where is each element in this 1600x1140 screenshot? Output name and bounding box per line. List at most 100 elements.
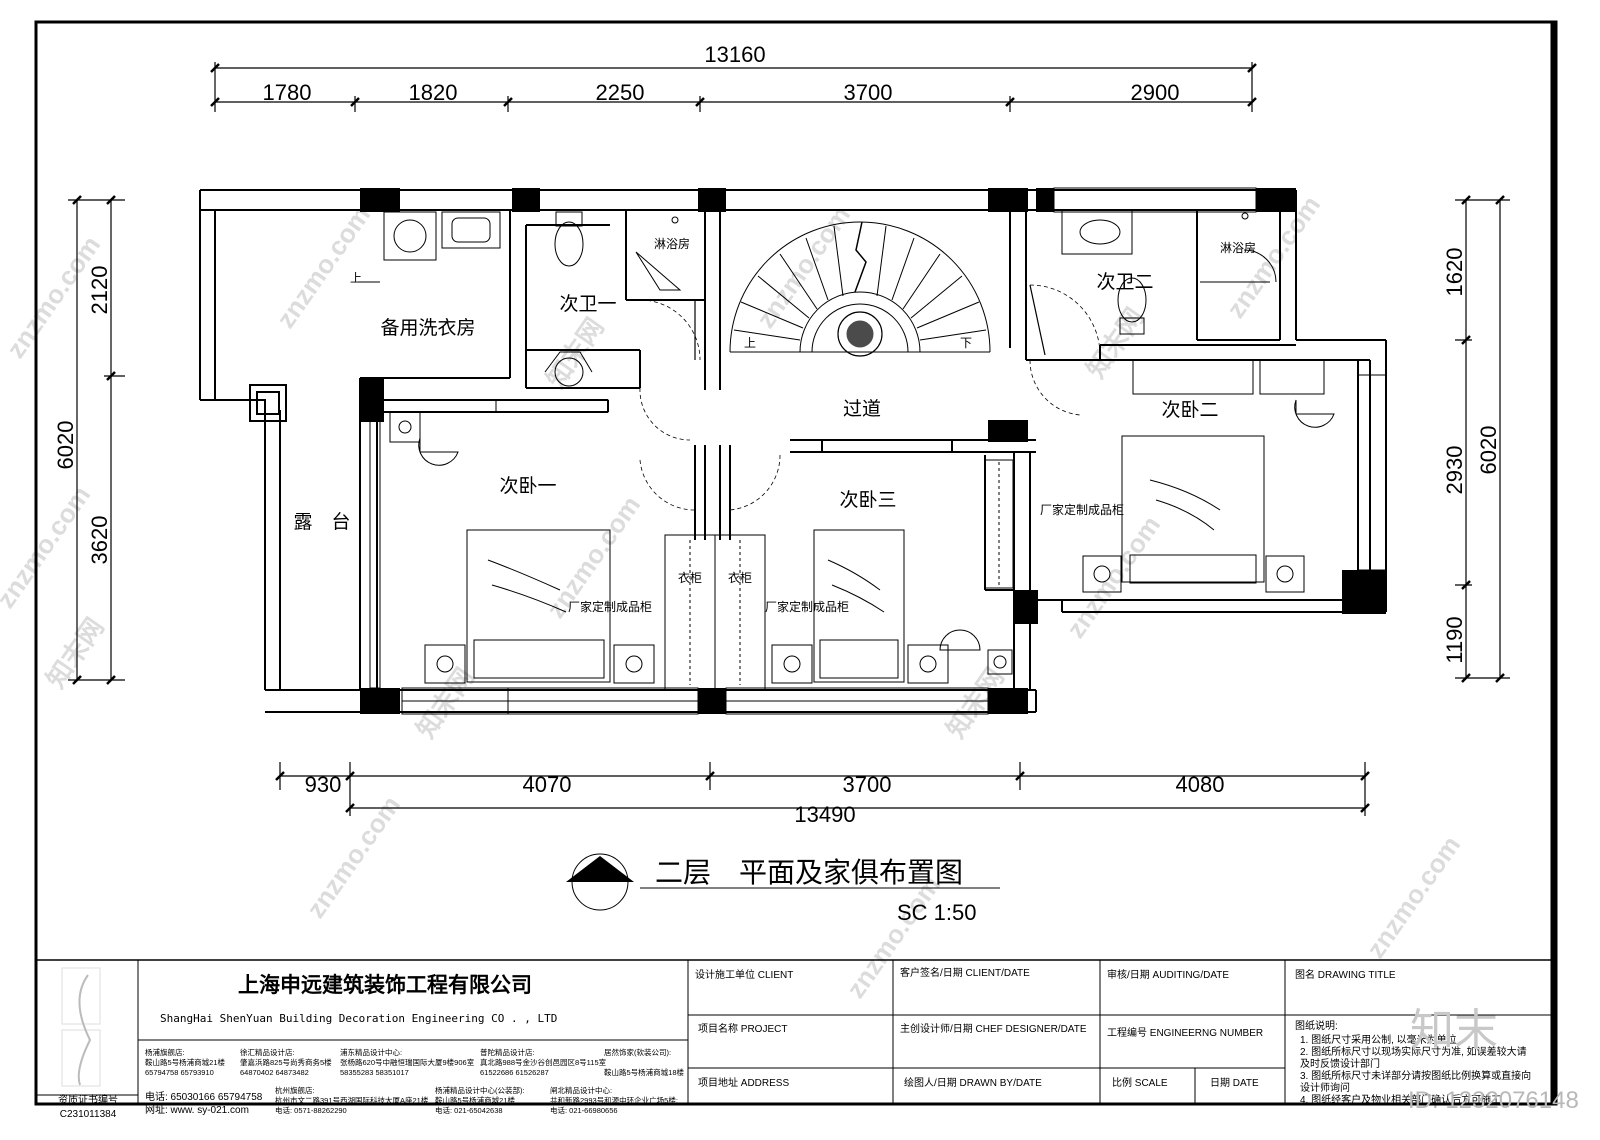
svg-text:杭州市文二路391号西湖国际科技大厦A座21楼: 杭州市文二路391号西湖国际科技大厦A座21楼 <box>275 1095 429 1105</box>
bottom-dimensions <box>275 762 1370 816</box>
dim-bottom-seg-3: 3700 <box>843 772 892 797</box>
company-phone: 电话: 65030166 65794758 <box>145 1090 263 1103</box>
svg-text:审核/日期 AUDITING/DATE: 审核/日期 AUDITING/DATE <box>1107 968 1229 981</box>
svg-text:项目地址 ADDRESS: 项目地址 ADDRESS <box>698 1076 789 1089</box>
watermark-text: znzmo.com <box>1060 510 1166 643</box>
svg-text:电话: 0571-88262290: 电话: 0571-88262290 <box>275 1105 347 1115</box>
svg-text:65794758 65793910: 65794758 65793910 <box>145 1068 214 1077</box>
bath2-fixtures <box>1061 209 1277 335</box>
svg-text:主创设计师/日期 CHEF DESIGNER/DATE: 主创设计师/日期 CHEF DESIGNER/DATE <box>900 1022 1087 1035</box>
svg-text:比例 SCALE: 比例 SCALE <box>1112 1076 1168 1089</box>
dim-top-seg-4: 3700 <box>844 80 893 105</box>
svg-text:普陀精品设计店:: 普陀精品设计店: <box>480 1047 535 1057</box>
svg-text:肇嘉浜路825号尚秀商务5楼: 肇嘉浜路825号尚秀商务5楼 <box>240 1057 332 1067</box>
watermark-text: znzmo.com <box>0 480 96 613</box>
svg-text:鞍山路5号杨浦商城21楼: 鞍山路5号杨浦商城21楼 <box>435 1095 516 1105</box>
svg-text:图名 DRAWING TITLE: 图名 DRAWING TITLE <box>1295 968 1396 981</box>
svg-text:设计施工单位 CLIENT: 设计施工单位 CLIENT <box>695 968 793 981</box>
room-bath1: 次卫一 <box>559 293 616 315</box>
svg-text:1. 图纸尺寸采用公制, 以毫米为单位: 1. 图纸尺寸采用公制, 以毫米为单位 <box>1300 1033 1457 1046</box>
wardrobe-label-a: 衣柜 <box>678 570 702 585</box>
dim-left-seg-1: 2120 <box>87 266 112 315</box>
svg-text:工程编号 ENGINEERNG NUMBER: 工程编号 ENGINEERNG NUMBER <box>1107 1026 1263 1039</box>
svg-text:鞍山路5号杨浦商城21楼: 鞍山路5号杨浦商城21楼 <box>145 1057 226 1067</box>
stair-up-label-laundry: 上 <box>350 271 362 285</box>
branch-list: 杨浦旗舰店: 鞍山路5号杨浦商城21楼 65794758 65793910 徐汇… <box>145 1047 685 1077</box>
svg-text:电话: 021-65042638: 电话: 021-65042638 <box>435 1105 503 1115</box>
wardrobes <box>664 459 1014 691</box>
company-website: 网址: www. sy-021.com <box>145 1103 249 1116</box>
left-dimensions <box>68 195 125 685</box>
watermark-brand: 知末网 <box>410 662 479 743</box>
svg-text:日期 DATE: 日期 DATE <box>1210 1077 1259 1089</box>
title-block-fields: 设计施工单位 CLIENT 项目名称 PROJECT 项目地址 ADDRESS … <box>695 966 1396 1089</box>
svg-text:项目名称 PROJECT: 项目名称 PROJECT <box>698 1022 787 1035</box>
spiral-staircase <box>729 221 991 357</box>
bed3-furniture <box>771 529 1013 684</box>
svg-text:58355283 58351017: 58355283 58351017 <box>340 1068 409 1077</box>
bed1-furniture <box>389 399 655 684</box>
svg-text:杭州旗舰店:: 杭州旗舰店: <box>275 1085 315 1095</box>
door-swings <box>639 284 1101 511</box>
dim-bottom-seg-1: 930 <box>305 772 342 797</box>
room-shower1: 淋浴房 <box>654 236 690 251</box>
watermark-brand: 知末网 <box>1080 302 1149 383</box>
watermark-brand: 知末网 <box>540 312 609 393</box>
dim-top-seg-2: 1820 <box>409 80 458 105</box>
room-shower2: 淋浴房 <box>1220 240 1256 255</box>
dim-right-seg-2: 2930 <box>1442 446 1467 495</box>
watermark-text: znzmo.com <box>1360 830 1466 963</box>
custom-cabinet-label-2: 厂家定制成品柜 <box>765 599 849 614</box>
dim-right-outer: 6020 <box>1476 426 1501 475</box>
svg-text:张杨路620号中融恒瑞国际大厦9楼906室: 张杨路620号中融恒瑞国际大厦9楼906室 <box>340 1057 475 1067</box>
bed2-furniture <box>1082 359 1335 593</box>
outer-frame <box>34 20 1558 1106</box>
svg-text:鞍山路5号杨浦商城18楼: 鞍山路5号杨浦商城18楼 <box>604 1067 685 1077</box>
room-bed3: 次卧三 <box>839 489 896 511</box>
svg-text:3. 图纸所标尺寸未详部分请按图纸比例换算或直接向: 3. 图纸所标尺寸未详部分请按图纸比例换算或直接向 <box>1300 1069 1531 1082</box>
dim-bottom-seg-2: 4070 <box>523 772 572 797</box>
right-dimensions <box>1455 195 1510 683</box>
svg-text:电话: 021-66980656: 电话: 021-66980656 <box>550 1105 618 1115</box>
watermark-logo: 知末 <box>1410 1006 1498 1055</box>
stair-down-label: 下 <box>960 336 972 350</box>
svg-text:居然饰家(软装公司):: 居然饰家(软装公司): <box>604 1047 671 1057</box>
dim-right-seg-3: 1190 <box>1442 616 1467 663</box>
dim-top-seg-5: 2900 <box>1131 80 1180 105</box>
room-laundry: 备用洗衣房 <box>380 317 475 339</box>
svg-text:杨浦旗舰店:: 杨浦旗舰店: <box>145 1047 185 1057</box>
title-block-grid <box>36 959 1556 1104</box>
dim-bottom-seg-4: 4080 <box>1176 772 1225 797</box>
stair-treads <box>733 225 987 341</box>
structural-columns <box>360 188 1386 714</box>
custom-cabinet-label-1: 厂家定制成品柜 <box>568 599 652 614</box>
dim-left-seg-2: 3620 <box>87 516 112 565</box>
svg-text:2. 图纸所标尺寸以现场实际尺寸为准, 如误差较大请: 2. 图纸所标尺寸以现场实际尺寸为准, 如误差较大请 <box>1300 1045 1527 1058</box>
watermark-text: znzmo.com <box>300 790 406 923</box>
dim-bottom-total: 13490 <box>794 802 855 827</box>
watermark-id: ID: 1232076148 <box>1408 1087 1579 1114</box>
svg-text:64870402 64873482: 64870402 64873482 <box>240 1068 309 1077</box>
svg-text:61522686 61526287: 61522686 61526287 <box>480 1068 549 1077</box>
svg-text:客户签名/日期 CLIENT/DATE: 客户签名/日期 CLIENT/DATE <box>900 966 1030 979</box>
windows <box>369 187 1387 715</box>
room-corridor: 过道 <box>843 398 881 420</box>
svg-text:真北路988号金沙谷创邑园区8号115室: 真北路988号金沙谷创邑园区8号115室 <box>480 1057 607 1067</box>
svg-text:浦东精品设计中心:: 浦东精品设计中心: <box>340 1047 402 1057</box>
company-name-cn: 上海申远建筑装饰工程有限公司 <box>238 973 532 997</box>
drawing-notes: 图纸说明: 1. 图纸尺寸采用公制, 以毫米为单位 2. 图纸所标尺寸以现场实际… <box>1295 1019 1531 1106</box>
svg-text:杨浦精品设计中心(公装部):: 杨浦精品设计中心(公装部): <box>435 1085 525 1095</box>
cert-label: 资质证书编号 <box>58 1093 118 1106</box>
svg-text:徐汇精品设计店:: 徐汇精品设计店: <box>240 1047 295 1057</box>
dim-top-total: 13160 <box>704 42 765 67</box>
wardrobe-label-b: 衣柜 <box>728 570 752 585</box>
room-bath2: 次卫二 <box>1096 271 1153 293</box>
stair-up-label: 上 <box>744 336 756 350</box>
dim-right-seg-1: 1620 <box>1442 248 1467 297</box>
company-name-en: ShangHai ShenYuan Building Decoration En… <box>160 1012 557 1025</box>
dim-top-seg-1: 1780 <box>263 80 312 105</box>
company-logo <box>61 967 101 1087</box>
cert-number: C231011384 <box>60 1109 117 1120</box>
svg-text:闸北精品设计中心:: 闸北精品设计中心: <box>550 1085 612 1095</box>
